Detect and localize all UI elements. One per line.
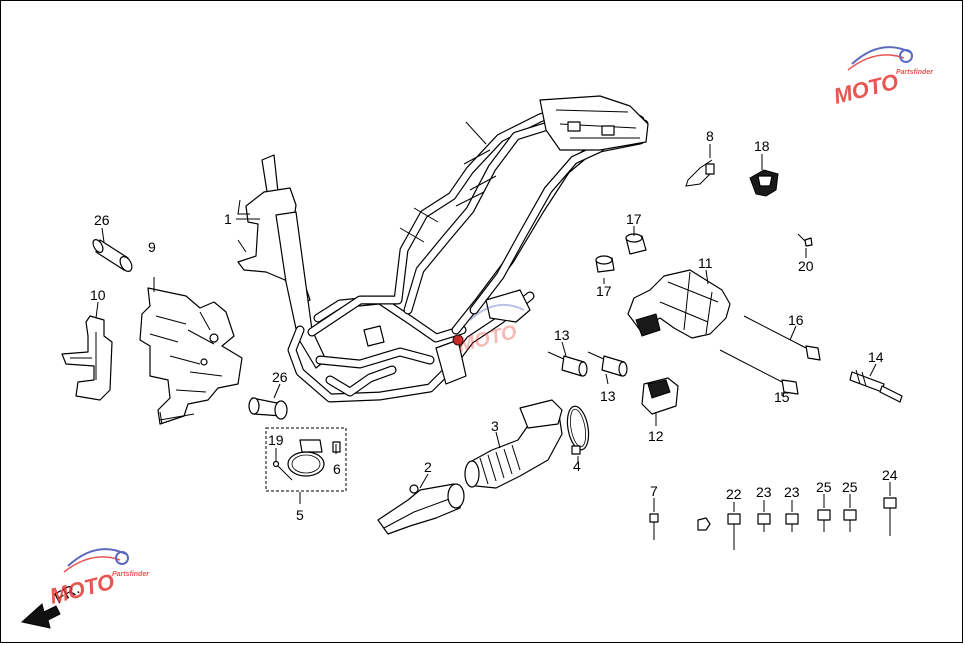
callout-4: 4 [573, 458, 581, 474]
callout-12: 12 [648, 428, 664, 444]
watermark-text: MOTO [47, 569, 117, 609]
part-16-long-bolt[interactable] [743, 315, 821, 361]
gear-icon [899, 49, 913, 63]
watermark-logo-bottom: MOTO Partsfinder [47, 548, 150, 609]
swoosh-icon [469, 303, 525, 321]
callout-26-a: 26 [94, 212, 110, 228]
callout-8: 8 [706, 128, 714, 144]
callout-3: 3 [491, 418, 499, 434]
part-5-clamp-kit[interactable] [265, 427, 347, 492]
callout-17-b: 17 [596, 283, 612, 299]
part-25-bolt-a[interactable] [817, 509, 831, 532]
callout-19: 19 [268, 432, 284, 448]
part-2-intake-duct[interactable] [377, 483, 465, 535]
part-9-bracket[interactable] [139, 287, 243, 425]
part-13-bushing-a[interactable] [547, 351, 588, 377]
callout-26-b: 26 [272, 369, 288, 385]
callout-17-a: 17 [626, 211, 642, 227]
callout-13-a: 13 [554, 327, 570, 343]
part-17-spacer-a[interactable] [625, 233, 647, 255]
callout-25-b: 25 [842, 479, 858, 495]
part-12-damper[interactable] [641, 377, 679, 415]
callout-24: 24 [882, 467, 898, 483]
callout-1: 1 [224, 211, 232, 227]
callout-labels: 1 2 3 4 5 6 7 8 9 10 11 12 13 13 14 15 1… [90, 128, 898, 523]
part-13-bushing-b[interactable] [587, 351, 628, 377]
watermark-text: MOTO [831, 69, 901, 109]
callout-23-b: 23 [784, 484, 800, 500]
callout-14: 14 [868, 349, 884, 365]
watermark-logo-top: MOTO Partsfinder [831, 46, 934, 109]
callout-2: 2 [424, 459, 432, 475]
part-14-axle[interactable] [849, 369, 903, 403]
watermark-subtext: Partsfinder [112, 571, 150, 578]
part-26-upper-bushing[interactable] [91, 238, 134, 273]
part-7-bolt[interactable] [649, 513, 659, 540]
callout-11: 11 [698, 255, 713, 271]
callout-13-b: 13 [600, 388, 616, 404]
callout-20: 20 [798, 258, 814, 274]
frame-assembly[interactable] [237, 95, 649, 403]
callout-15: 15 [774, 389, 790, 405]
part-22-bolt[interactable] [727, 513, 741, 550]
callout-22: 22 [726, 486, 742, 502]
gear-icon [115, 551, 129, 565]
part-4-hose-clamp[interactable] [564, 405, 591, 455]
callout-25-a: 25 [816, 479, 832, 495]
part-17-spacer-b[interactable] [595, 255, 615, 273]
part-18-rubber-mount[interactable] [749, 169, 779, 197]
part-11-engine-hanger[interactable] [627, 269, 731, 339]
part-15-long-bolt[interactable] [719, 349, 799, 395]
front-arrow-icon [20, 603, 61, 629]
callout-7: 7 [650, 483, 658, 499]
part-26-lower-bushing[interactable] [248, 397, 288, 420]
callout-10: 10 [90, 287, 106, 303]
watermark-subtext: Partsfinder [896, 69, 934, 76]
callout-16: 16 [788, 312, 804, 328]
callout-5: 5 [296, 507, 304, 523]
part-23-bolt-b[interactable] [785, 513, 799, 532]
part-22-nut[interactable] [697, 517, 711, 531]
part-10-cover[interactable] [61, 315, 113, 401]
callout-9: 9 [148, 239, 156, 255]
part-25-bolt-b[interactable] [843, 509, 857, 532]
callout-23-a: 23 [756, 484, 772, 500]
part-3-air-hose[interactable] [464, 399, 563, 489]
part-23-bolt-a[interactable] [757, 513, 771, 532]
callout-6: 6 [333, 461, 341, 477]
callout-18: 18 [754, 138, 770, 154]
part-24-bolt[interactable] [883, 497, 897, 536]
part-8-wire-clip[interactable] [685, 159, 715, 187]
leader-lines [95, 144, 891, 512]
part-20-small-bolt[interactable] [797, 233, 813, 247]
